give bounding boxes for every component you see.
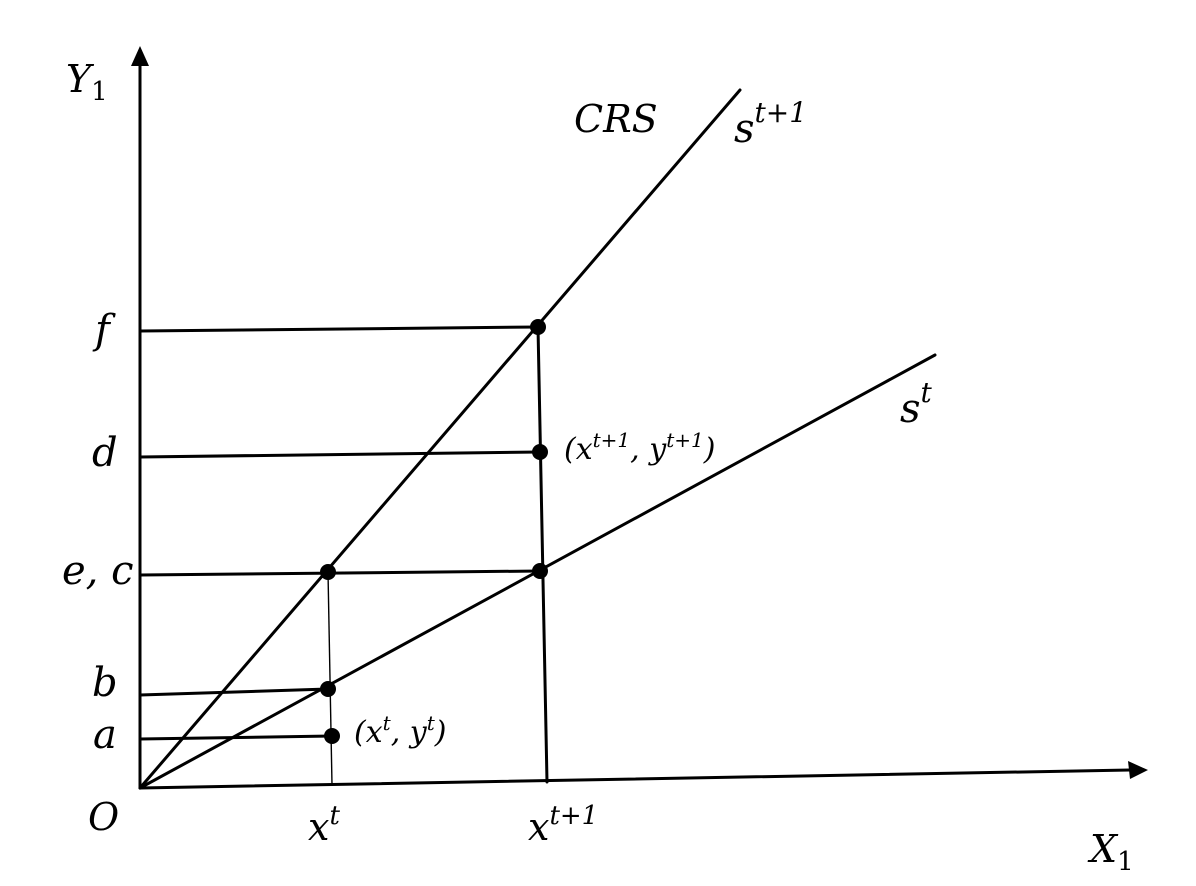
origin-label: O [88, 795, 119, 839]
projection-line-f [138, 325, 540, 333]
x-tick-xt1: xt+1 [528, 801, 598, 849]
point-label-xt1-yt1: (xt+1, yt+1) [564, 428, 715, 467]
frontier-label-st: st [900, 376, 933, 432]
projection-line-b [138, 687, 330, 697]
point-f [530, 319, 546, 335]
projection-line-a [138, 734, 334, 741]
point-a [324, 728, 340, 744]
y-tick-ec: e, c [62, 548, 134, 594]
point-c [532, 563, 548, 579]
point-d [532, 444, 548, 460]
projection-line-ec [138, 569, 542, 577]
vertical-line-xt [327, 571, 333, 786]
x-axis-arrowhead [1128, 761, 1148, 779]
vertical-line-xt1 [536, 325, 549, 784]
y-tick-b: b [92, 660, 118, 706]
frontier-line-st1 [138, 88, 742, 790]
y-axis-arrowhead [131, 46, 149, 66]
frontier-label-st1: st+1 [734, 96, 807, 152]
x-axis [138, 768, 1132, 790]
projection-line-d [138, 450, 542, 459]
x-tick-xt: xt [308, 801, 340, 849]
point-label-xt-yt: (xt, yt) [354, 711, 446, 750]
y-tick-d: d [92, 430, 118, 476]
point-e [320, 564, 336, 580]
crs-label: CRS [574, 97, 658, 141]
x-axis-label: X1 [1087, 827, 1134, 877]
y-tick-a: a [93, 712, 117, 758]
y-tick-f: f [92, 307, 116, 353]
point-b [320, 681, 336, 697]
y-axis-label: Y1 [66, 57, 108, 107]
